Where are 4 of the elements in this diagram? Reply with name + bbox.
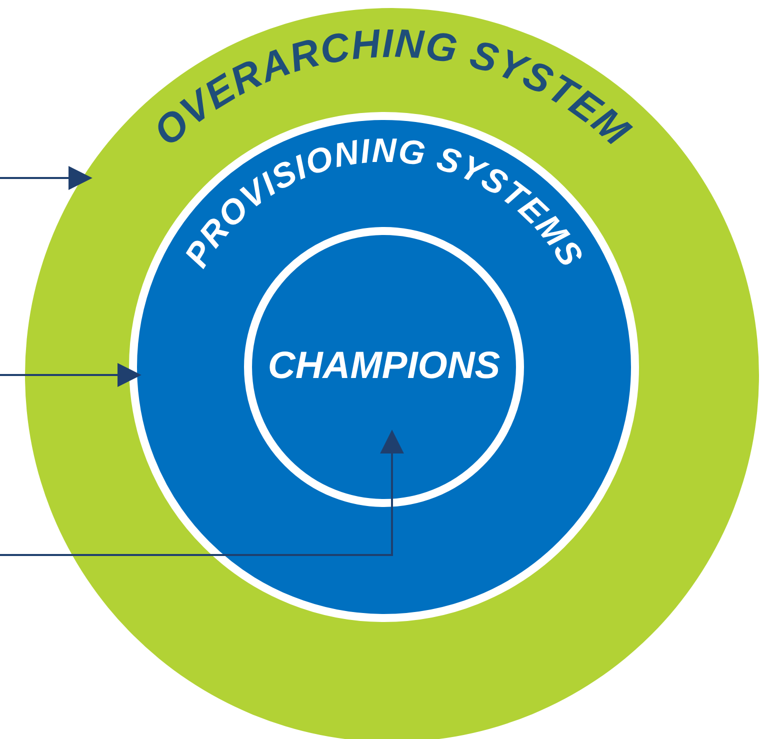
- arrow: [0, 363, 142, 387]
- arrow: [0, 430, 404, 556]
- arrow: [0, 166, 92, 190]
- center-label: CHAMPIONS: [266, 344, 502, 390]
